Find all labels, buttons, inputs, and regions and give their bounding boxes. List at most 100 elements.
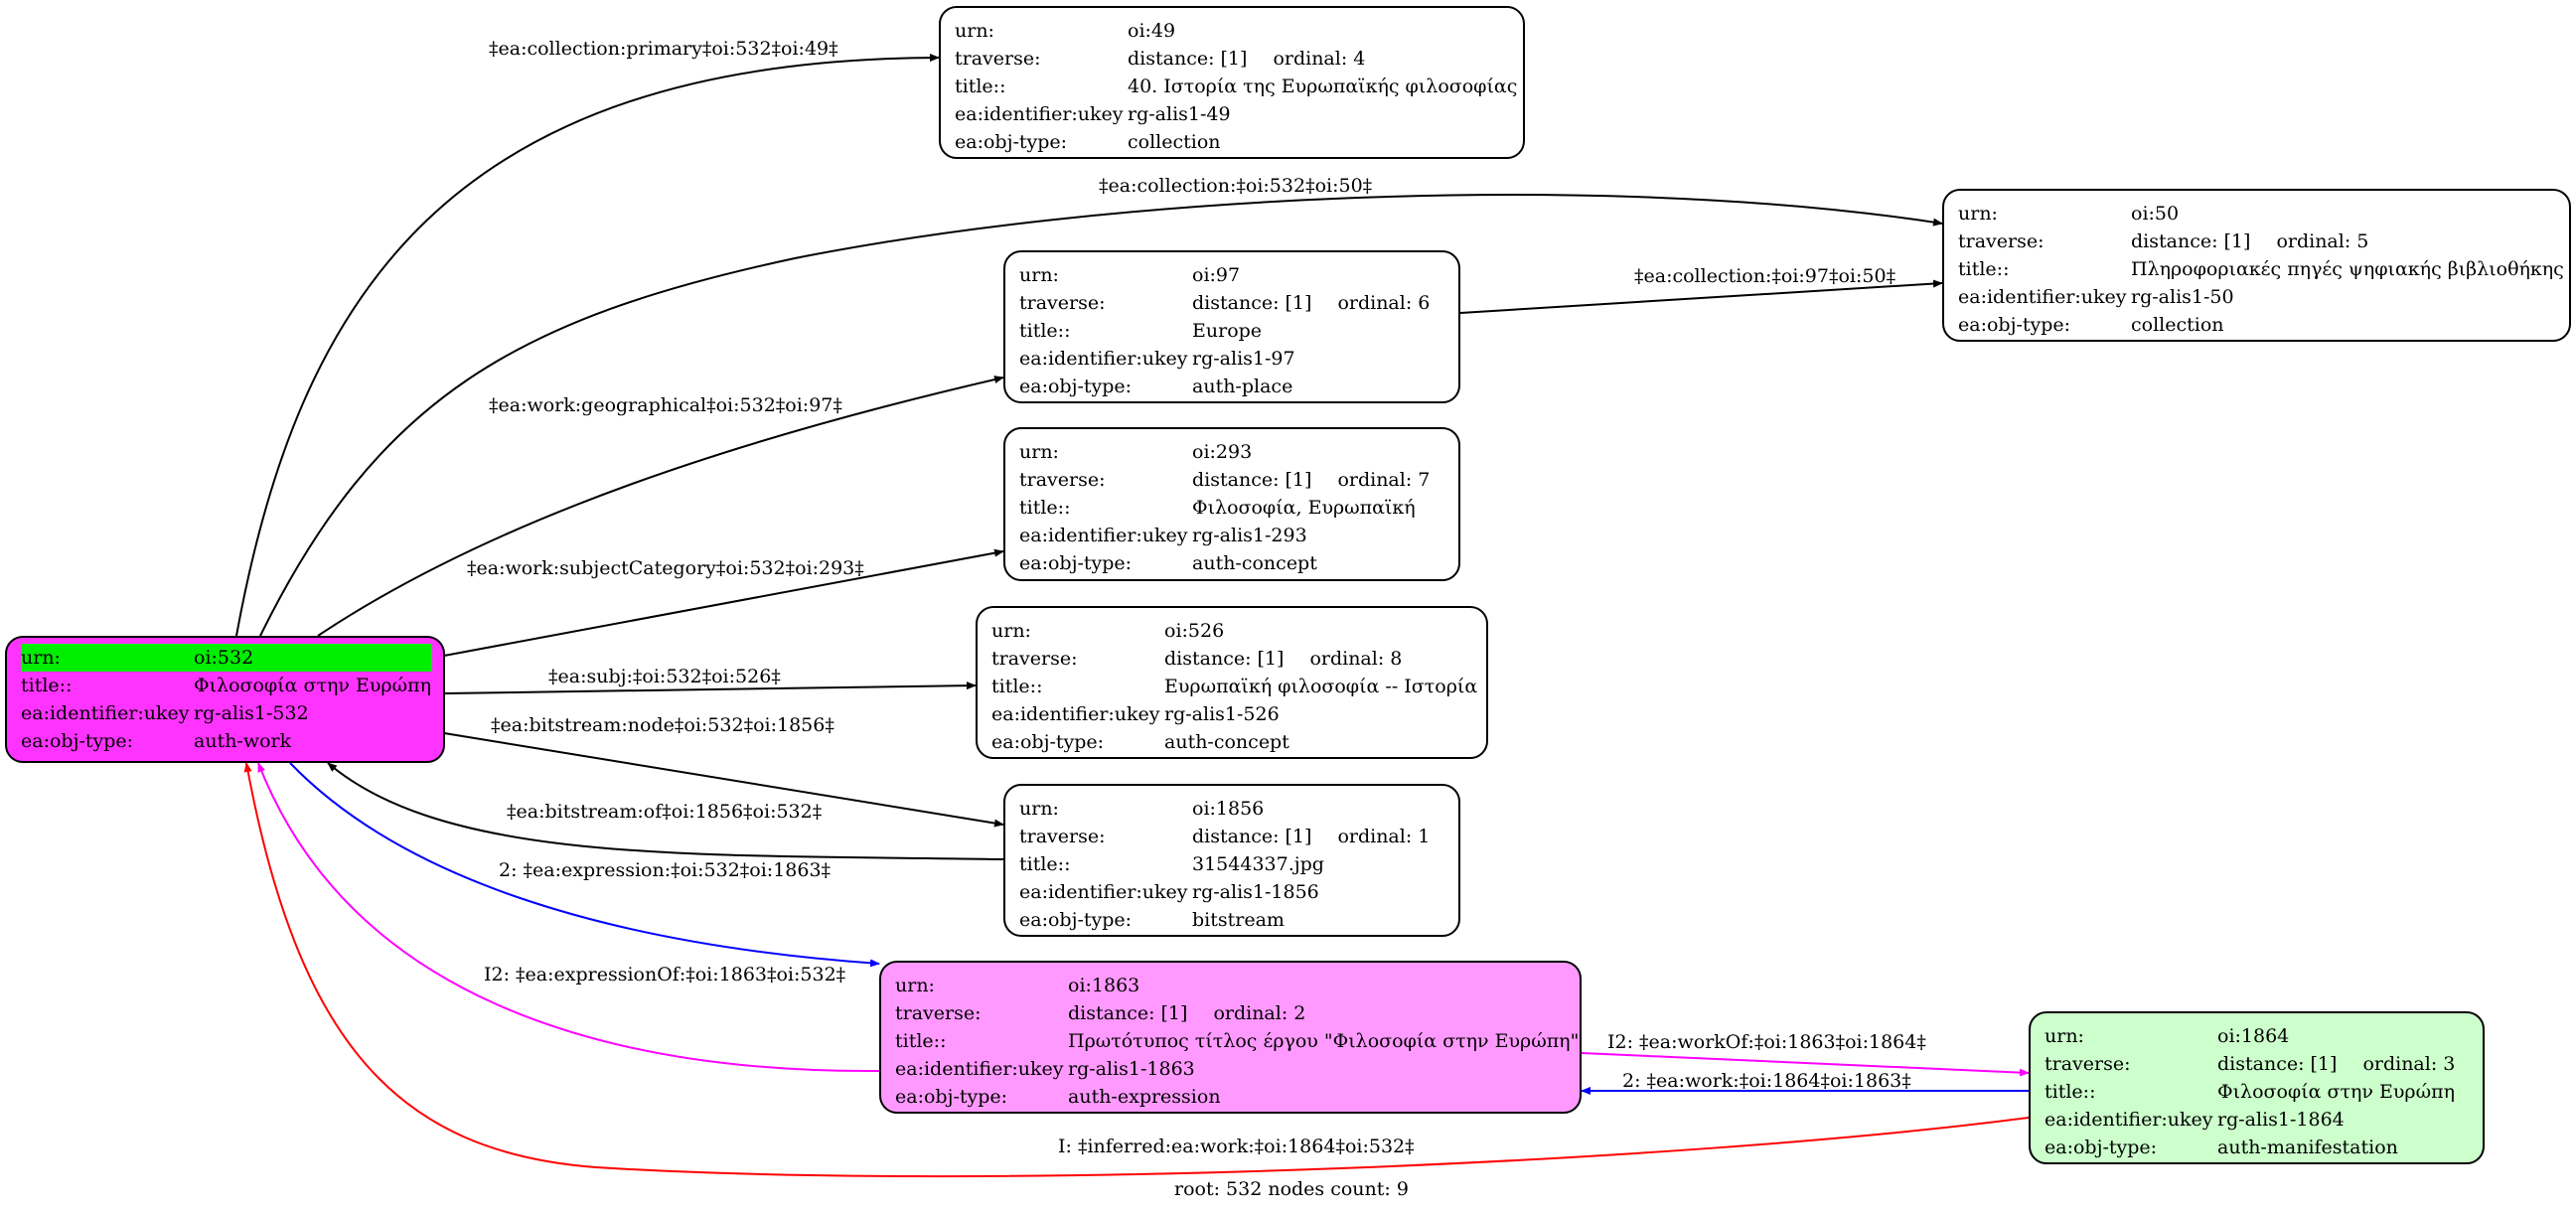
edge-532-293 [443, 548, 1004, 657]
title-value: Φιλοσοφία στην Ευρώπη [2217, 1081, 2455, 1103]
ordinal-value: ordinal: 3 [2362, 1053, 2456, 1075]
ukey-key: ea:identifier:ukey [1019, 881, 1188, 903]
traverse-key: traverse: [1019, 469, 1106, 491]
edge-1864-532 [243, 762, 2030, 1178]
objtype-key: ea:obj-type: [991, 731, 1105, 753]
edge-97-50 [1459, 279, 1943, 314]
title-value: Πληροφοριακές πηγές ψηφιακής βιβλιοθήκης [2131, 258, 2564, 280]
traverse-key: traverse: [991, 648, 1078, 670]
ukey-key: ea:identifier:ukey [955, 103, 1124, 125]
node-oi-526[interactable]: urn: oi:526 traverse: distance: [1] ordinal… [976, 606, 1488, 759]
ordinal-value: ordinal: 7 [1337, 469, 1431, 491]
traverse-key: traverse: [2045, 1053, 2131, 1075]
objtype-key: ea:obj-type: [1958, 314, 2071, 336]
traverse-key: traverse: [1958, 230, 2045, 252]
urn-key: urn: [1019, 798, 1059, 820]
title-value: Ευρωπαϊκή φιλοσοφία -- Ιστορία [1164, 676, 1478, 697]
node-oi-293[interactable]: urn: oi:293 traverse: distance: [1] ordinal… [1003, 427, 1460, 581]
ukey-value: rg-alis1-50 [2131, 286, 2234, 308]
node-oi-1863[interactable]: urn: oi:1863 traverse: distance: [1] ordina… [879, 961, 1582, 1114]
traverse-key: traverse: [1019, 826, 1106, 847]
edge-532-526 [443, 682, 977, 694]
ukey-value: rg-alis1-293 [1192, 525, 1307, 546]
ukey-key: ea:identifier:ukey [991, 703, 1160, 725]
edge-label-532-1856: ‡ea:bitstream:node‡oi:532‡oi:1856‡ [491, 714, 834, 736]
ukey-value: rg-alis1-1863 [1068, 1058, 1195, 1080]
distance-value: distance: [1] [1068, 1002, 1188, 1024]
urn-value: oi:1856 [1192, 798, 1265, 820]
traverse-key: traverse: [955, 48, 1041, 70]
objtype-key: ea:obj-type: [1019, 376, 1133, 397]
ordinal-value: ordinal: 1 [1337, 826, 1431, 847]
title-value: Πρωτότυπος τίτλος έργου "Φιλοσοφία στην … [1068, 1030, 1580, 1052]
urn-value: oi:293 [1192, 441, 1253, 463]
ukey-key: ea:identifier:ukey [1019, 348, 1188, 370]
urn-key: urn: [895, 975, 935, 996]
distance-value: distance: [1] [1192, 826, 1312, 847]
urn-key: urn: [21, 644, 194, 672]
edge-1863-532 [257, 762, 880, 1073]
node-oi-50[interactable]: urn: oi:50 traverse: distance: [1] ordinal:… [1942, 189, 2571, 342]
objtype-value: bitstream [1192, 909, 1285, 931]
edge-label-1864-1863: 2: ‡ea:work:‡oi:1864‡oi:1863‡ [1622, 1070, 1911, 1092]
urn-value: oi:97 [1192, 264, 1241, 286]
ukey-key: ea:identifier:ukey [1958, 286, 2127, 308]
edge-label-1864-532: I: ‡inferred:ea:work:‡oi:1864‡oi:532‡ [1058, 1136, 1415, 1157]
edge-532-49 [235, 54, 940, 637]
urn-key: urn: [2045, 1025, 2084, 1047]
title-value: 40. Ιστορία της Ευρωπαϊκής φιλοσοφίας [1128, 76, 1518, 97]
ordinal-value: ordinal: 2 [1213, 1002, 1306, 1024]
objtype-value: auth-concept [1192, 552, 1317, 574]
urn-key: urn: [991, 620, 1031, 642]
ukey-key: ea:identifier:ukey [895, 1058, 1064, 1080]
node-oi-1864[interactable]: urn:oi:1864 traverse:distance: [1]ordina… [2029, 1011, 2485, 1164]
node-oi-1856[interactable]: urn: oi:1856 traverse: distance: [1] ordina… [1003, 784, 1460, 937]
distance-value: distance: [1] [1192, 469, 1312, 491]
node-oi-97[interactable]: urn: oi:97 traverse: distance: [1] ordinal:… [1003, 250, 1460, 403]
traverse-key: traverse: [1019, 292, 1106, 314]
graph-footer: root: 532 nodes count: 9 [1174, 1178, 1409, 1200]
ukey-value: rg-alis1-1864 [2217, 1109, 2345, 1131]
title-key: title:: [1019, 320, 1071, 342]
ordinal-value: ordinal: 6 [1337, 292, 1431, 314]
ukey-value: rg-alis1-1856 [1192, 881, 1319, 903]
urn-key: urn: [955, 20, 994, 42]
edge-label-532-50: ‡ea:collection:‡oi:532‡oi:50‡ [1099, 175, 1373, 197]
objtype-key: ea:obj-type: [955, 131, 1068, 153]
edge-532-50 [259, 194, 1943, 637]
urn-value: oi:1864 [2217, 1025, 2290, 1047]
edge-532-1856 [443, 732, 1004, 828]
ordinal-value: ordinal: 5 [2276, 230, 2369, 252]
edge-label-1863-532: I2: ‡ea:expressionOf:‡oi:1863‡oi:532‡ [484, 964, 846, 986]
edge-532-97 [317, 376, 1004, 637]
ukey-value: rg-alis1-49 [1128, 103, 1231, 125]
ukey-value: rg-alis1-97 [1192, 348, 1295, 370]
objtype-key: ea:obj-type: [21, 730, 134, 752]
title-key: title:: [1019, 497, 1071, 519]
title-value: Φιλοσοφία στην Ευρώπη [194, 675, 431, 696]
urn-value: oi:50 [2131, 203, 2180, 225]
ordinal-value: ordinal: 8 [1309, 648, 1403, 670]
urn-key: urn: [1958, 203, 1998, 225]
edge-label-532-97: ‡ea:work:geographical‡oi:532‡oi:97‡ [489, 394, 842, 416]
title-key: title:: [21, 675, 73, 696]
urn-key: urn: [1019, 264, 1059, 286]
urn-key: urn: [1019, 441, 1059, 463]
title-key: title:: [1019, 853, 1071, 875]
title-key: title:: [895, 1030, 947, 1052]
node-oi-532[interactable]: urn:oi:532 title::Φιλοσοφία στην Ευρώπη … [5, 636, 445, 763]
urn-value: oi:1863 [1068, 975, 1140, 996]
objtype-value: auth-expression [1068, 1086, 1221, 1108]
objtype-key: ea:obj-type: [2045, 1137, 2158, 1158]
distance-value: distance: [1] [2131, 230, 2251, 252]
distance-value: distance: [1] [1192, 292, 1312, 314]
edge-label-97-50: ‡ea:collection:‡oi:97‡oi:50‡ [1634, 265, 1896, 287]
title-key: title:: [2045, 1081, 2096, 1103]
urn-value: oi:526 [1164, 620, 1225, 642]
edge-label-532-49: ‡ea:collection:primary‡oi:532‡oi:49‡ [489, 38, 838, 60]
ukey-value: rg-alis1-532 [194, 702, 309, 724]
traverse-key: traverse: [895, 1002, 982, 1024]
node-oi-49[interactable]: urn:oi:49 traverse:distance: [1]ordinal:… [939, 6, 1525, 159]
distance-value: distance: [1] [1164, 648, 1285, 670]
title-key: title:: [1958, 258, 2010, 280]
